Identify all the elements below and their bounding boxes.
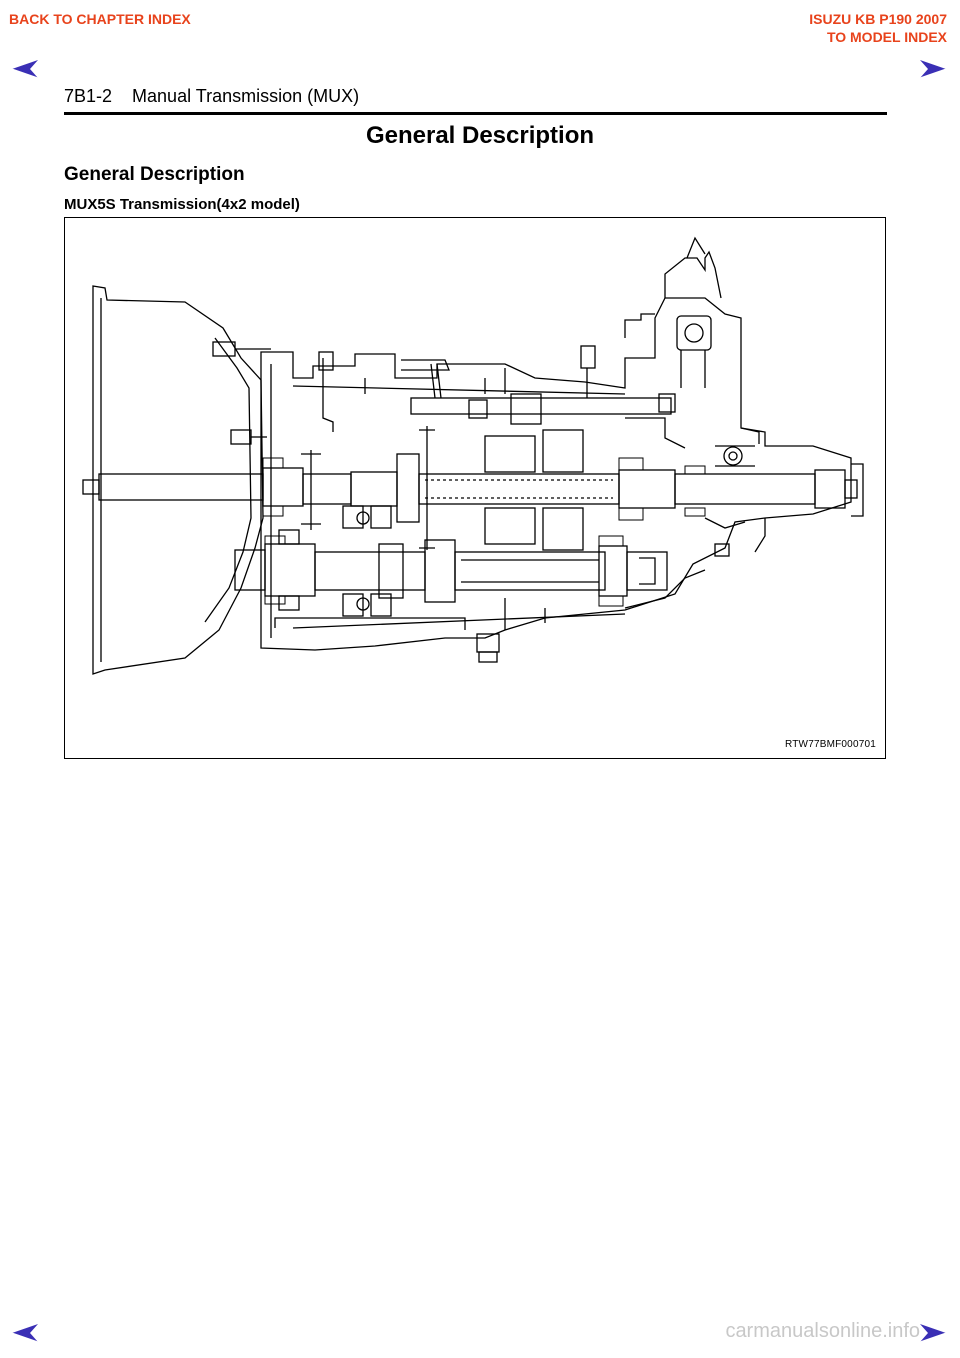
header-rule	[64, 112, 887, 115]
prev-arrow-icon[interactable]	[10, 1322, 40, 1344]
prev-arrow-icon[interactable]	[10, 58, 40, 80]
sub-title: General Description	[64, 164, 245, 185]
model-title-link[interactable]: ISUZU KB P190 2007	[809, 11, 947, 27]
next-arrow-icon[interactable]	[918, 1322, 948, 1344]
section-title: General Description	[365, 122, 595, 149]
next-arrow-icon[interactable]	[918, 58, 948, 80]
figure-id: RTW77BMF000701	[785, 739, 876, 750]
transmission-figure: RTW77BMF000701	[64, 217, 886, 759]
to-model-index-link[interactable]: TO MODEL INDEX	[826, 29, 947, 45]
transmission-cross-section-drawing	[82, 236, 864, 675]
page-header: 7B1-2 Manual Transmission (MUX)	[64, 86, 360, 106]
watermark: carmanualsonline.info	[725, 1320, 920, 1342]
figure-caption: MUX5S Transmission(4x2 model)	[64, 196, 300, 213]
back-to-chapter-index-link[interactable]: BACK TO CHAPTER INDEX	[9, 11, 191, 27]
